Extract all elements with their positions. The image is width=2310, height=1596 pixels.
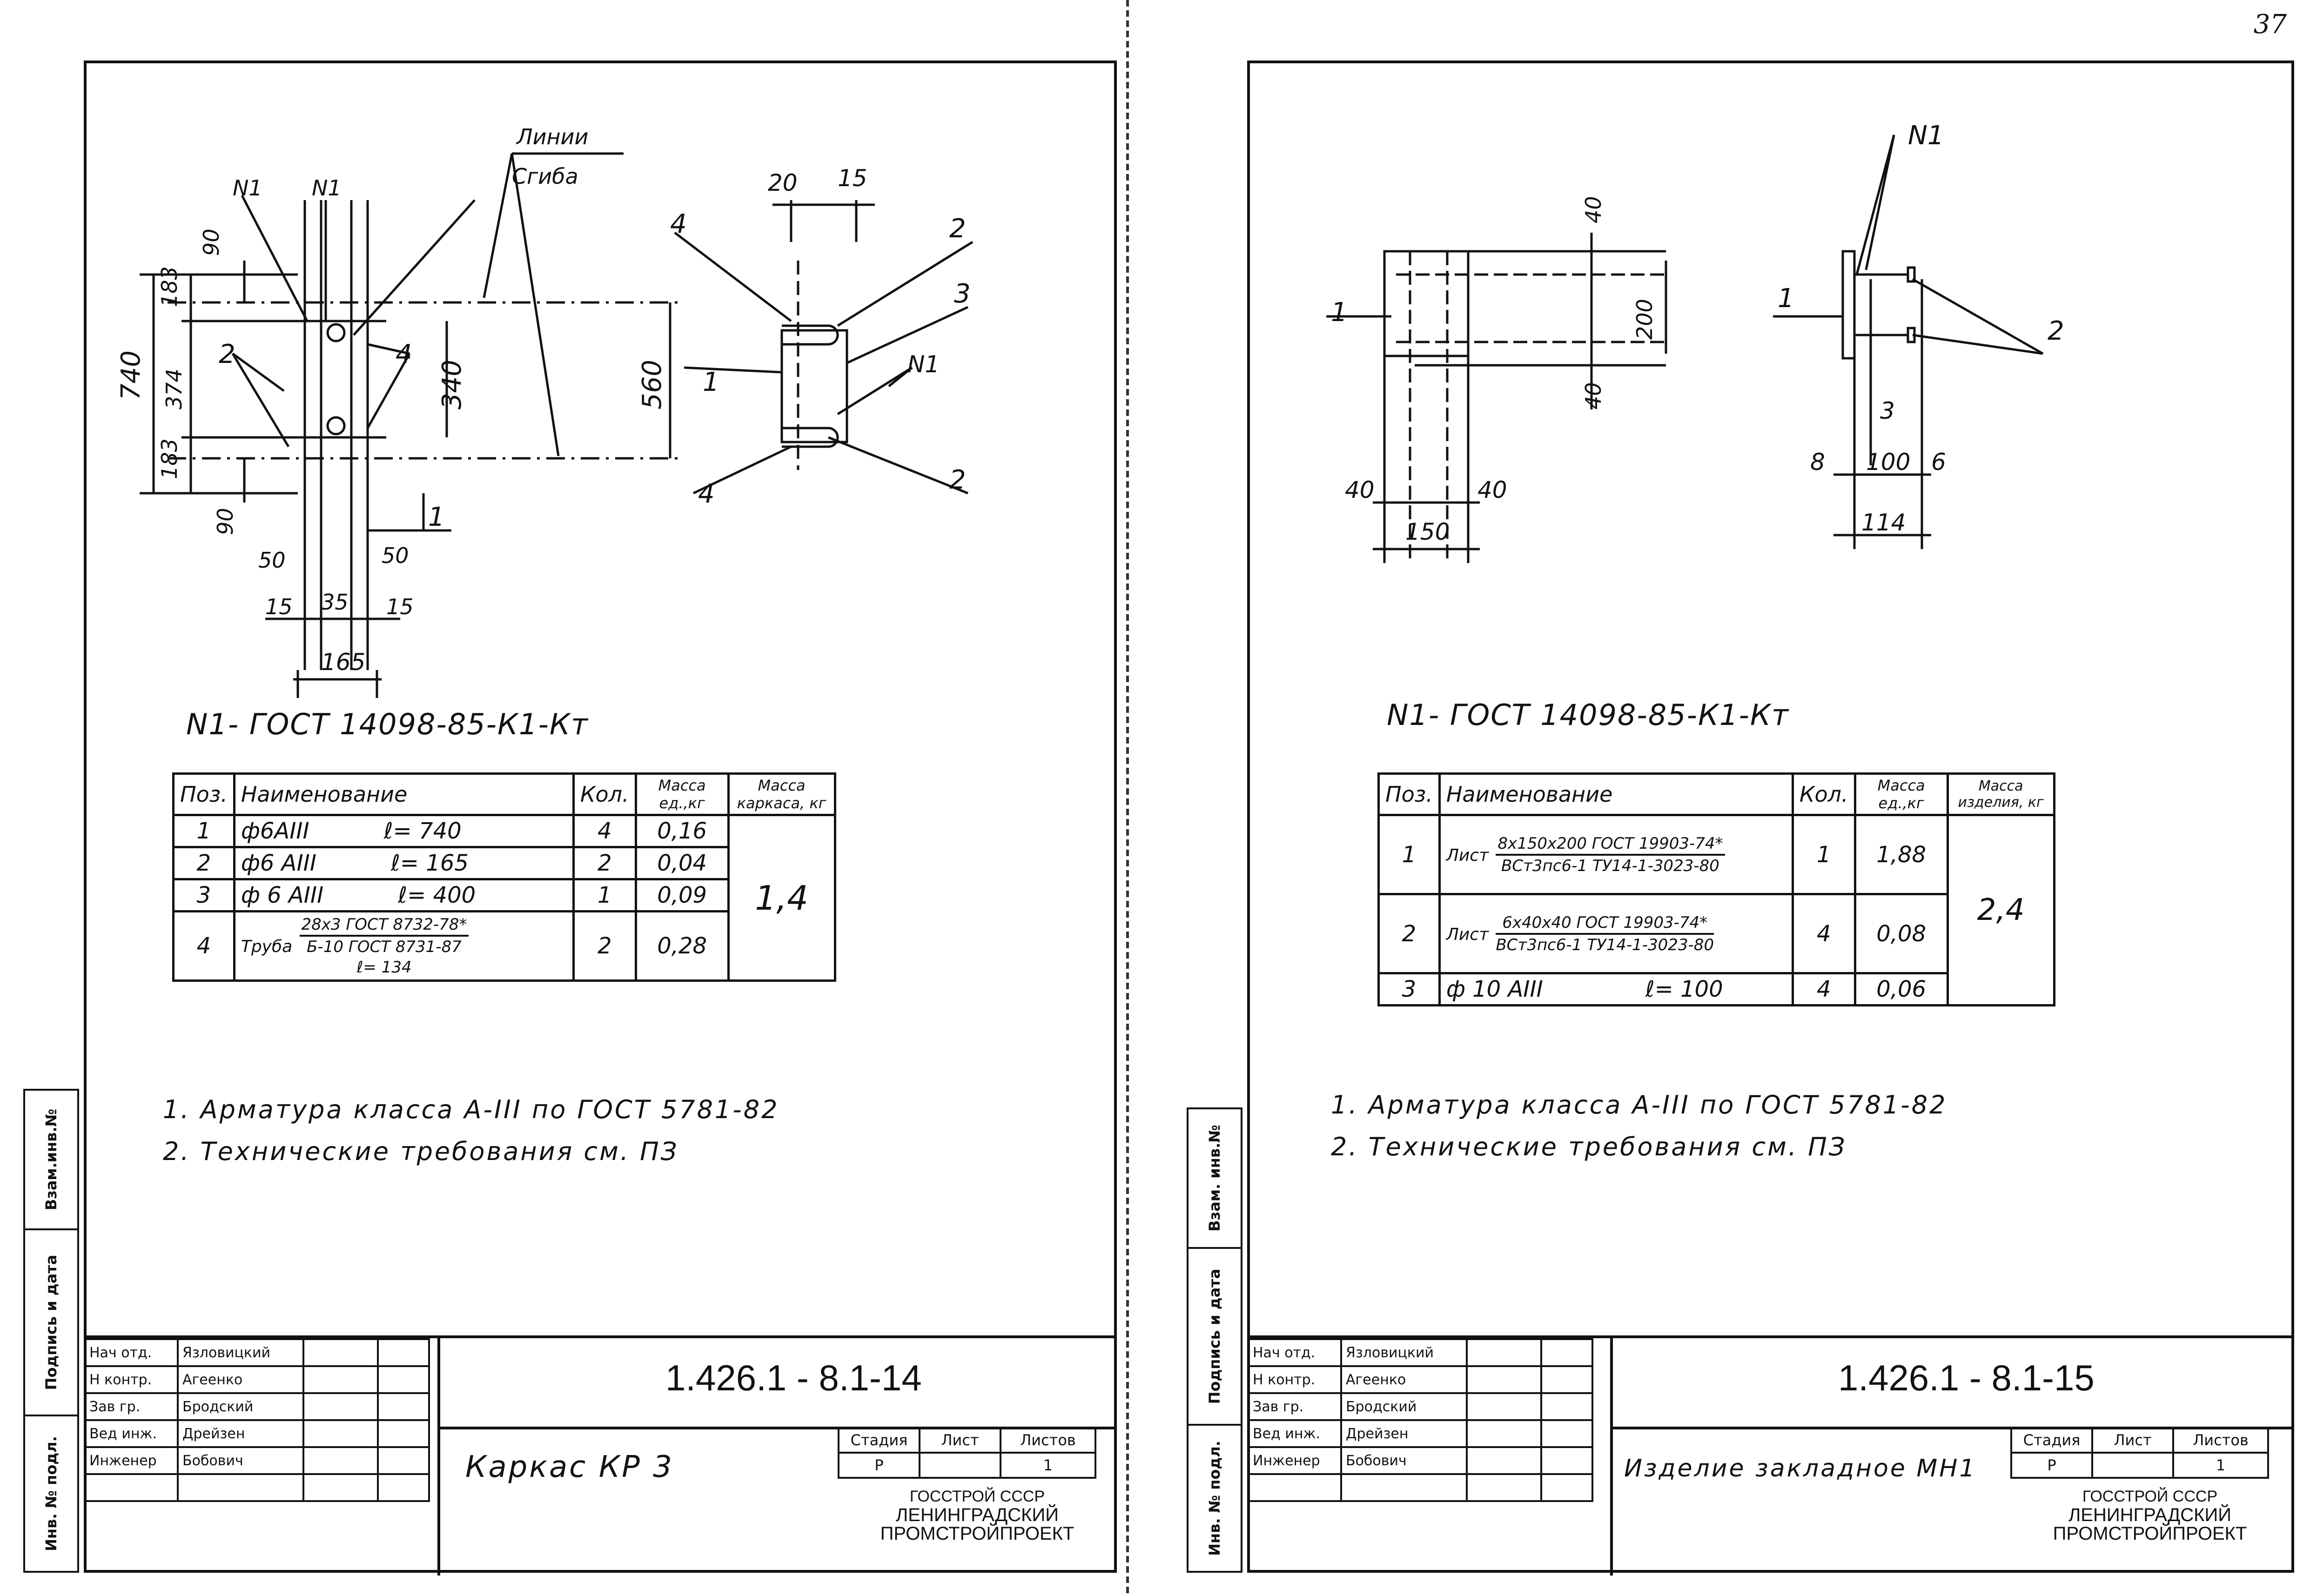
total-mass: 2,4 <box>1946 814 2055 1006</box>
dim-6: 6 <box>1931 449 1946 476</box>
label-pos-1-side: 1 <box>1778 283 1794 314</box>
label-side-n1: N1 <box>907 351 940 378</box>
dim-8: 8 <box>1810 449 1825 476</box>
dim-200: 200 <box>1632 299 1657 340</box>
right-spec-table: Поз. Наименование Кол. Масса ед.,кг Масс… <box>1377 772 2055 1006</box>
drawing-sheet-right <box>1247 60 2294 1573</box>
col-pos: Поз. <box>172 772 235 816</box>
right-document-title: Изделие закладное МН1 <box>1624 1455 1977 1482</box>
dim-740: 740 <box>116 350 146 400</box>
label-n1-a: N1 <box>233 175 262 201</box>
dim-35: 35 <box>321 590 349 615</box>
pipe-spec-fraction: 28х3 ГОСТ 8732-78* Б-10 ГОСТ 8731-87 ℓ= … <box>299 914 469 978</box>
dim-90-top: 90 <box>199 228 224 256</box>
col-pos: Поз. <box>1377 772 1441 816</box>
dim-340: 340 <box>437 360 467 409</box>
col-name: Наименование <box>233 772 575 816</box>
label-side-3: 3 <box>954 279 971 309</box>
label-pos-1: 1 <box>428 502 445 532</box>
label-side-1: 1 <box>703 367 719 397</box>
dim-40-right: 40 <box>1477 476 1507 503</box>
label-pos-2: 2 <box>219 339 235 369</box>
table-row: 1 Лист 8х150х200 ГОСТ 19903-74* ВСт3пс6-… <box>1377 814 2055 1006</box>
dim-15-left: 15 <box>265 594 293 619</box>
dim-50-left: 50 <box>258 548 286 573</box>
dim-20: 20 <box>768 169 798 196</box>
col-qty: Кол. <box>1791 772 1856 816</box>
dim-15-right: 15 <box>386 594 414 619</box>
dim-374: 374 <box>161 369 187 409</box>
dim-40-bottom: 40 <box>1581 382 1606 409</box>
col-name: Наименование <box>1438 772 1794 816</box>
left-organization: ГОССТРОЙ СССР ЛЕНИНГРАДСКИЙ ПРОМСТРОЙПРО… <box>880 1488 1074 1544</box>
left-n1-standard: N1- ГОСТ 14098-85-К1-Кт <box>186 707 589 741</box>
label-side-4-top: 4 <box>670 209 687 239</box>
label-n1-side: N1 <box>1908 121 1944 151</box>
left-signatures: Нач отд.Язловицкий Н контр.Агеенко Зав г… <box>84 1338 430 1502</box>
label-pos-3-side: 3 <box>1880 397 1895 424</box>
col-unit-mass: Масса ед.,кг <box>634 772 730 816</box>
dim-165: 165 <box>321 649 365 676</box>
label-side-4-bottom: 4 <box>698 479 715 509</box>
col-total-mass: Масса каркаса, кг <box>727 772 836 816</box>
table-header-row: Поз. Наименование Кол. Масса ед.,кг Масс… <box>1377 772 2055 816</box>
label-n1-b: N1 <box>312 175 342 201</box>
right-title-block: Нач отд.Язловицкий Н контр.Агеенко Зав г… <box>1247 1335 2294 1576</box>
left-document-title: Каркас КР 3 <box>465 1450 674 1484</box>
dim-15-top: 15 <box>838 165 867 192</box>
right-document-code: 1.426.1 - 8.1-15 <box>1838 1357 2095 1398</box>
dim-150: 150 <box>1405 518 1450 545</box>
right-organization: ГОССТРОЙ СССР ЛЕНИНГРАДСКИЙ ПРОМСТРОЙПРО… <box>2053 1488 2247 1544</box>
drawing-sheet-left <box>84 60 1117 1573</box>
label-pos-1-plan: 1 <box>1331 297 1348 328</box>
total-mass: 1,4 <box>727 814 836 982</box>
label-bend-lines-1: Линии <box>516 124 588 149</box>
left-title-block: Нач отд.Язловицкий Н контр.Агеенко Зав г… <box>84 1335 1117 1576</box>
right-notes: 1. Арматура класса А-III по ГОСТ 5781-82… <box>1331 1090 1947 1161</box>
table-row: 4 Труба 28х3 ГОСТ 8732-78* Б-10 ГОСТ 873… <box>172 910 835 982</box>
page-number: 37 <box>2253 9 2287 40</box>
left-notes: 1. Арматура класса А-III по ГОСТ 5781-82… <box>163 1095 779 1166</box>
col-qty: Кол. <box>572 772 637 816</box>
dim-114: 114 <box>1861 509 1906 536</box>
left-side-strip: Взам.инв.№ Подпись и дата Инв. № подл. <box>23 1089 79 1573</box>
dim-40-left: 40 <box>1345 476 1375 503</box>
label-pos-4: 4 <box>396 339 412 369</box>
col-total-mass: Масса изделия, кг <box>1946 772 2055 816</box>
left-document-code: 1.426.1 - 8.1-14 <box>665 1357 922 1398</box>
left-drawing: Линии Сгиба N1 N1 90 183 740 374 183 90 … <box>116 124 974 698</box>
label-bend-lines-2: Сгиба <box>512 164 578 189</box>
right-side-strip: Взам. инв.№ Подпись и дата Инв. № подл. <box>1187 1107 1242 1573</box>
table-row: 2 Лист 6х40х40 ГОСТ 19903-74* ВСт3пс6-1 … <box>1377 893 2055 974</box>
page-fold-divider <box>1126 0 1129 1596</box>
col-unit-mass: Масса ед.,кг <box>1853 772 1949 816</box>
dim-100: 100 <box>1866 449 1910 476</box>
left-spec-table: Поз. Наименование Кол. Масса ед.,кг Масс… <box>172 772 836 982</box>
dim-90-bottom: 90 <box>213 508 238 535</box>
dim-50-right: 50 <box>382 543 409 568</box>
dim-183-bottom: 183 <box>157 438 182 479</box>
table-header-row: Поз. Наименование Кол. Масса ед.,кг Масс… <box>172 772 836 816</box>
label-side-2-top: 2 <box>949 214 966 244</box>
right-signatures: Нач отд.Язловицкий Н контр.Агеенко Зав г… <box>1247 1338 1593 1502</box>
label-side-2-bottom: 2 <box>949 465 966 495</box>
label-pos-2-side: 2 <box>2048 316 2064 346</box>
dim-40-top: 40 <box>1581 196 1606 223</box>
dim-183-top: 183 <box>157 266 182 307</box>
dim-560: 560 <box>637 360 667 409</box>
right-n1-standard: N1- ГОСТ 14098-85-К1-Кт <box>1387 698 1789 732</box>
